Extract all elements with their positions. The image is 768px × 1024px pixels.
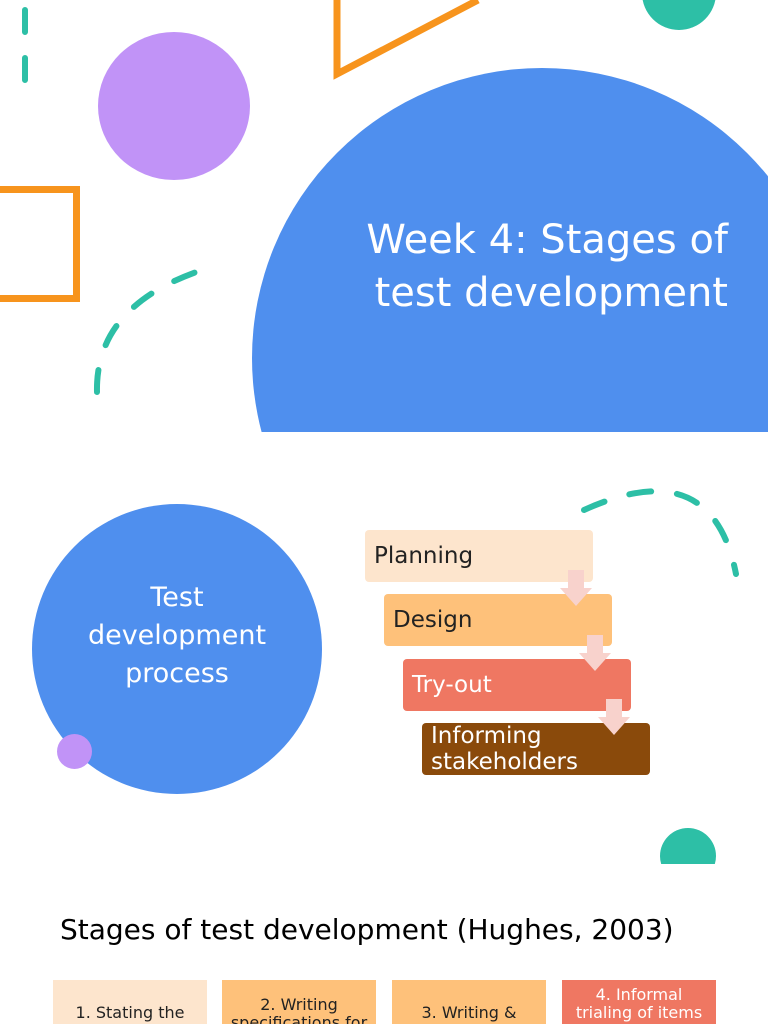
step-informing-label-line-1: Informing — [431, 723, 542, 749]
stage-box-2: 2. Writing specifications for — [222, 980, 376, 1024]
down-arrow-icon — [560, 570, 592, 606]
stage-box-1-line-1: 1. Stating the — [75, 1003, 185, 1022]
purple-circle — [98, 32, 250, 180]
teal-dashed-arc — [581, 488, 739, 577]
step-informing-label-line-2: stakeholders — [431, 749, 578, 775]
process-label-line-3: process — [125, 658, 229, 689]
stage-box-1: 1. Stating the — [53, 980, 207, 1024]
stage-box-3-line-1: 3. Writing & — [421, 1003, 517, 1022]
stage-box-4-line-1: 4. Informal — [595, 985, 683, 1004]
step-design-label: Design — [393, 607, 473, 633]
title-line-2: test development — [374, 270, 728, 316]
stage-box-4-line-2: trialing of items — [575, 1003, 703, 1022]
slide2-decorations — [581, 488, 739, 577]
slide1-decorations — [22, 0, 480, 395]
stage-box-2-line-2: specifications for — [230, 1013, 368, 1024]
stage-box-2-line-1: 2. Writing — [260, 995, 338, 1014]
stage-box-4: 4. Informal trialing of items — [562, 980, 716, 1024]
slide-hughes-stages: Stages of test development (Hughes, 2003… — [0, 864, 768, 1024]
process-circle-label: Test development process — [72, 579, 282, 693]
process-label-line-1: Test — [150, 582, 204, 613]
orange-outline-square — [0, 186, 80, 302]
process-label-line-2: development — [87, 620, 267, 651]
slide-title: Week 4: Stages of test development — [0, 0, 768, 432]
slide-title-text: Week 4: Stages of test development — [308, 214, 728, 320]
step-tryout-label: Try-out — [412, 672, 492, 698]
teal-dashed-arc — [93, 262, 221, 395]
step-planning-label: Planning — [374, 543, 474, 569]
slide-process: Test development process Planning Design… — [0, 432, 768, 864]
orange-outline-triangle — [333, 0, 480, 80]
stage-box-3: 3. Writing & — [392, 980, 546, 1024]
slide3-title: Stages of test development (Hughes, 2003… — [60, 913, 674, 946]
step-planning: Planning — [365, 530, 593, 582]
small-purple-dot — [57, 734, 92, 769]
title-line-1: Week 4: Stages of — [366, 217, 728, 263]
down-arrow-icon — [579, 635, 611, 671]
down-arrow-icon — [598, 699, 630, 735]
